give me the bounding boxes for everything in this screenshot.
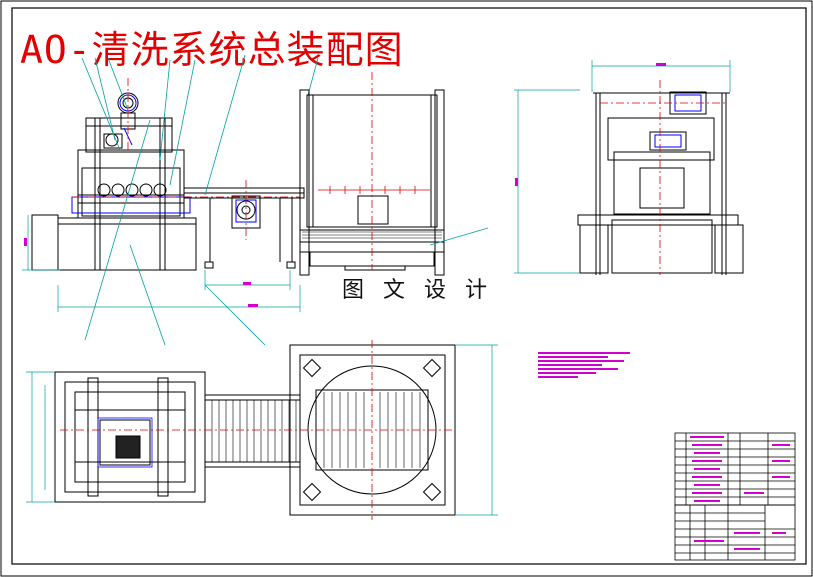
drawing-title: AO-清洗系统总装配图 bbox=[20, 28, 404, 72]
tank-section-dimension bbox=[429, 227, 489, 246]
plan-view-blue-details bbox=[97, 417, 153, 468]
tank-side-section-view bbox=[299, 89, 445, 276]
tank-plan-corner-brackets bbox=[302, 358, 442, 502]
sheet-inner-border bbox=[11, 7, 807, 565]
parts-list-table bbox=[674, 432, 796, 506]
side-view-centerlines bbox=[600, 80, 725, 275]
title-block-entries bbox=[694, 532, 786, 550]
plan-view-centerlines bbox=[60, 340, 455, 520]
conveyor-plan-rollers bbox=[211, 400, 297, 462]
plan-view-dimensions bbox=[26, 344, 498, 516]
technical-notes-block bbox=[538, 352, 630, 378]
watermark-label: 图 文 设 计 bbox=[342, 278, 493, 303]
side-elevation-view bbox=[577, 91, 744, 275]
front-view-dimensions bbox=[22, 215, 301, 312]
front-view-dim-markers bbox=[24, 238, 258, 307]
parts-list-entries bbox=[690, 436, 790, 502]
front-view-centerlines bbox=[72, 78, 300, 240]
side-view-dim-markers bbox=[515, 63, 666, 186]
side-view-blue-details bbox=[654, 94, 702, 148]
front-elevation-view bbox=[31, 92, 305, 271]
drawing-title-block bbox=[674, 504, 796, 561]
front-view-leaders bbox=[81, 54, 319, 346]
tank-section-red-details bbox=[318, 72, 430, 270]
